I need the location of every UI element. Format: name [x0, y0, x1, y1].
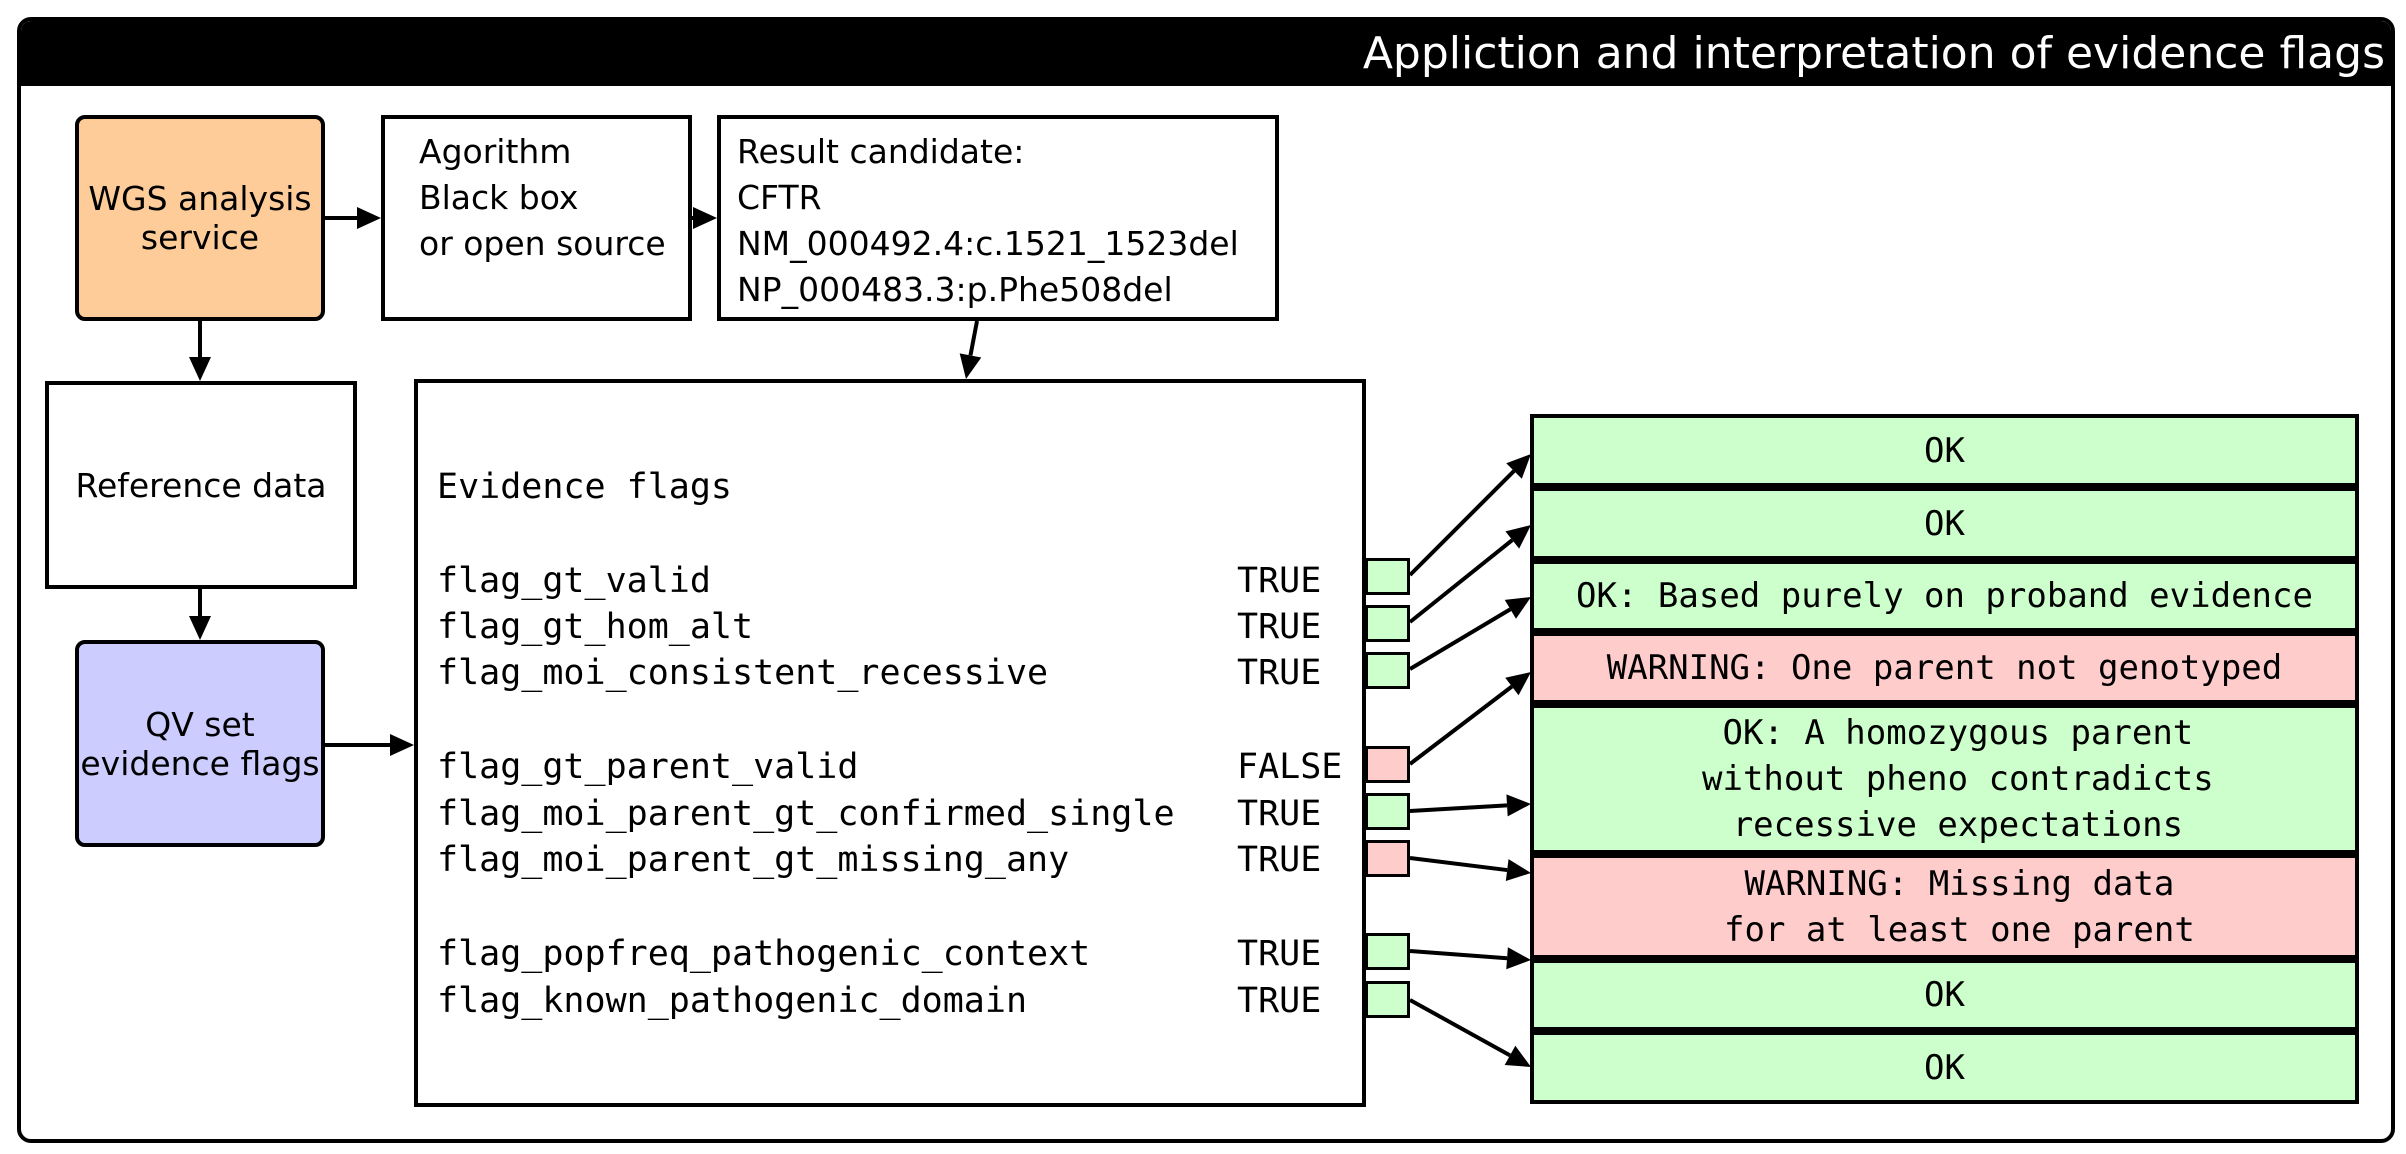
flag-value: FALSE: [1237, 747, 1343, 787]
result-text: OK: [1924, 430, 1965, 471]
arrow-flag-to-result: [1408, 454, 1531, 577]
candidate-line: CFTR: [737, 178, 822, 217]
arrow-flag-to-result: [1409, 794, 1531, 817]
result-box: WARNING: Missing data for at least one pa…: [1530, 854, 2359, 959]
diagram-title: Appliction and interpretation of evidenc…: [1362, 28, 2385, 79]
wgs-line: WGS analysis: [88, 179, 312, 218]
evidence-flags-heading: Evidence flags: [437, 467, 733, 507]
arrow-reference-to-qv: [189, 589, 211, 640]
wgs-analysis-service-box: WGS analysis service: [75, 115, 325, 321]
flag-status-indicator: [1365, 652, 1410, 689]
arrow-flag-to-result: [1409, 947, 1531, 970]
result-text: WARNING: Missing data: [1744, 863, 2175, 904]
algorithm-line: or open source: [419, 224, 666, 263]
flag-status-indicator: [1365, 746, 1410, 783]
arrow-candidate-to-evidence: [959, 320, 982, 379]
result-text: OK: [1924, 1047, 1965, 1088]
flag-name: flag_popfreq_pathogenic_context: [437, 934, 1091, 974]
reference-data-box: Reference data: [45, 381, 357, 589]
arrow-flag-to-result: [1408, 525, 1531, 624]
result-text: OK: [1924, 975, 1965, 1015]
flag-name: flag_moi_parent_gt_confirmed_single: [437, 794, 1175, 834]
arrow-algorithm-to-candidate: [692, 207, 717, 229]
result-text: for at least one parent: [1724, 909, 2195, 950]
algorithm-line: Black box: [419, 178, 579, 217]
flag-status-indicator: [1365, 981, 1410, 1018]
title-bar: Appliction and interpretation of evidenc…: [21, 21, 2391, 86]
flag-status-indicator: [1365, 605, 1410, 642]
flag-name: flag_known_pathogenic_domain: [437, 981, 1028, 1021]
result-box: OK: [1530, 1031, 2359, 1104]
flag-value: TRUE: [1237, 653, 1322, 693]
flag-value: TRUE: [1237, 934, 1322, 974]
flag-value: TRUE: [1237, 607, 1322, 647]
qv-set-evidence-flags-box: QV set evidence flags: [75, 640, 325, 847]
flag-status-indicator: [1365, 793, 1410, 830]
flag-status-indicator: [1365, 558, 1410, 595]
arrow-flag-to-result: [1408, 672, 1531, 766]
candidate-line: NM_000492.4:c.1521_1523del: [737, 224, 1239, 263]
qv-line: evidence flags: [80, 743, 320, 783]
result-text: WARNING: One parent not genotyped: [1606, 648, 2283, 688]
arrow-flag-to-result: [1409, 998, 1531, 1067]
result-text: OK: [1924, 503, 1965, 544]
reference-data-label: Reference data: [75, 465, 327, 505]
evidence-flags-panel: [414, 379, 1366, 1107]
flag-name: flag_moi_parent_gt_missing_any: [437, 840, 1070, 880]
arrow-qv-to-evidence: [325, 734, 414, 756]
flag-name: flag_moi_consistent_recessive: [437, 653, 1049, 693]
result-box: OK: A homozygous parent without pheno con…: [1530, 704, 2359, 854]
flag-value: TRUE: [1237, 794, 1322, 834]
arrow-wgs-to-reference: [189, 321, 211, 381]
flag-status-indicator: [1365, 840, 1410, 877]
result-candidate-box: Result candidate: CFTR NM_000492.4:c.152…: [717, 115, 1279, 321]
arrow-flag-to-result: [1409, 856, 1531, 881]
flag-value: TRUE: [1237, 561, 1322, 601]
result-text: recessive expectations: [1732, 805, 2184, 845]
qv-line: QV set: [145, 704, 255, 744]
flag-value: TRUE: [1237, 981, 1322, 1021]
flag-name: flag_gt_parent_valid: [437, 747, 859, 787]
arrow-wgs-to-algorithm: [325, 207, 381, 229]
algorithm-line: Agorithm: [419, 132, 572, 171]
result-box: OK: [1530, 414, 2359, 487]
arrow-flag-to-result: [1408, 597, 1531, 671]
candidate-line: Result candidate:: [737, 132, 1025, 171]
result-box: OK: [1530, 959, 2359, 1031]
result-text: OK: A homozygous parent: [1722, 713, 2194, 753]
wgs-line: service: [140, 218, 260, 257]
flag-value: TRUE: [1237, 840, 1322, 880]
result-text: OK: Based purely on proband evidence: [1576, 576, 2313, 616]
flag-name: flag_gt_hom_alt: [437, 607, 754, 647]
result-box: OK: [1530, 487, 2359, 560]
result-text: without pheno contradicts: [1702, 759, 2214, 799]
flag-status-indicator: [1365, 933, 1410, 970]
algorithm-box: Agorithm Black box or open source: [381, 115, 692, 321]
result-box: WARNING: One parent not genotyped: [1530, 632, 2359, 704]
result-box: OK: Based purely on proband evidence: [1530, 560, 2359, 632]
flag-name: flag_gt_valid: [437, 561, 711, 601]
candidate-line: NP_000483.3:p.Phe508del: [737, 270, 1173, 309]
